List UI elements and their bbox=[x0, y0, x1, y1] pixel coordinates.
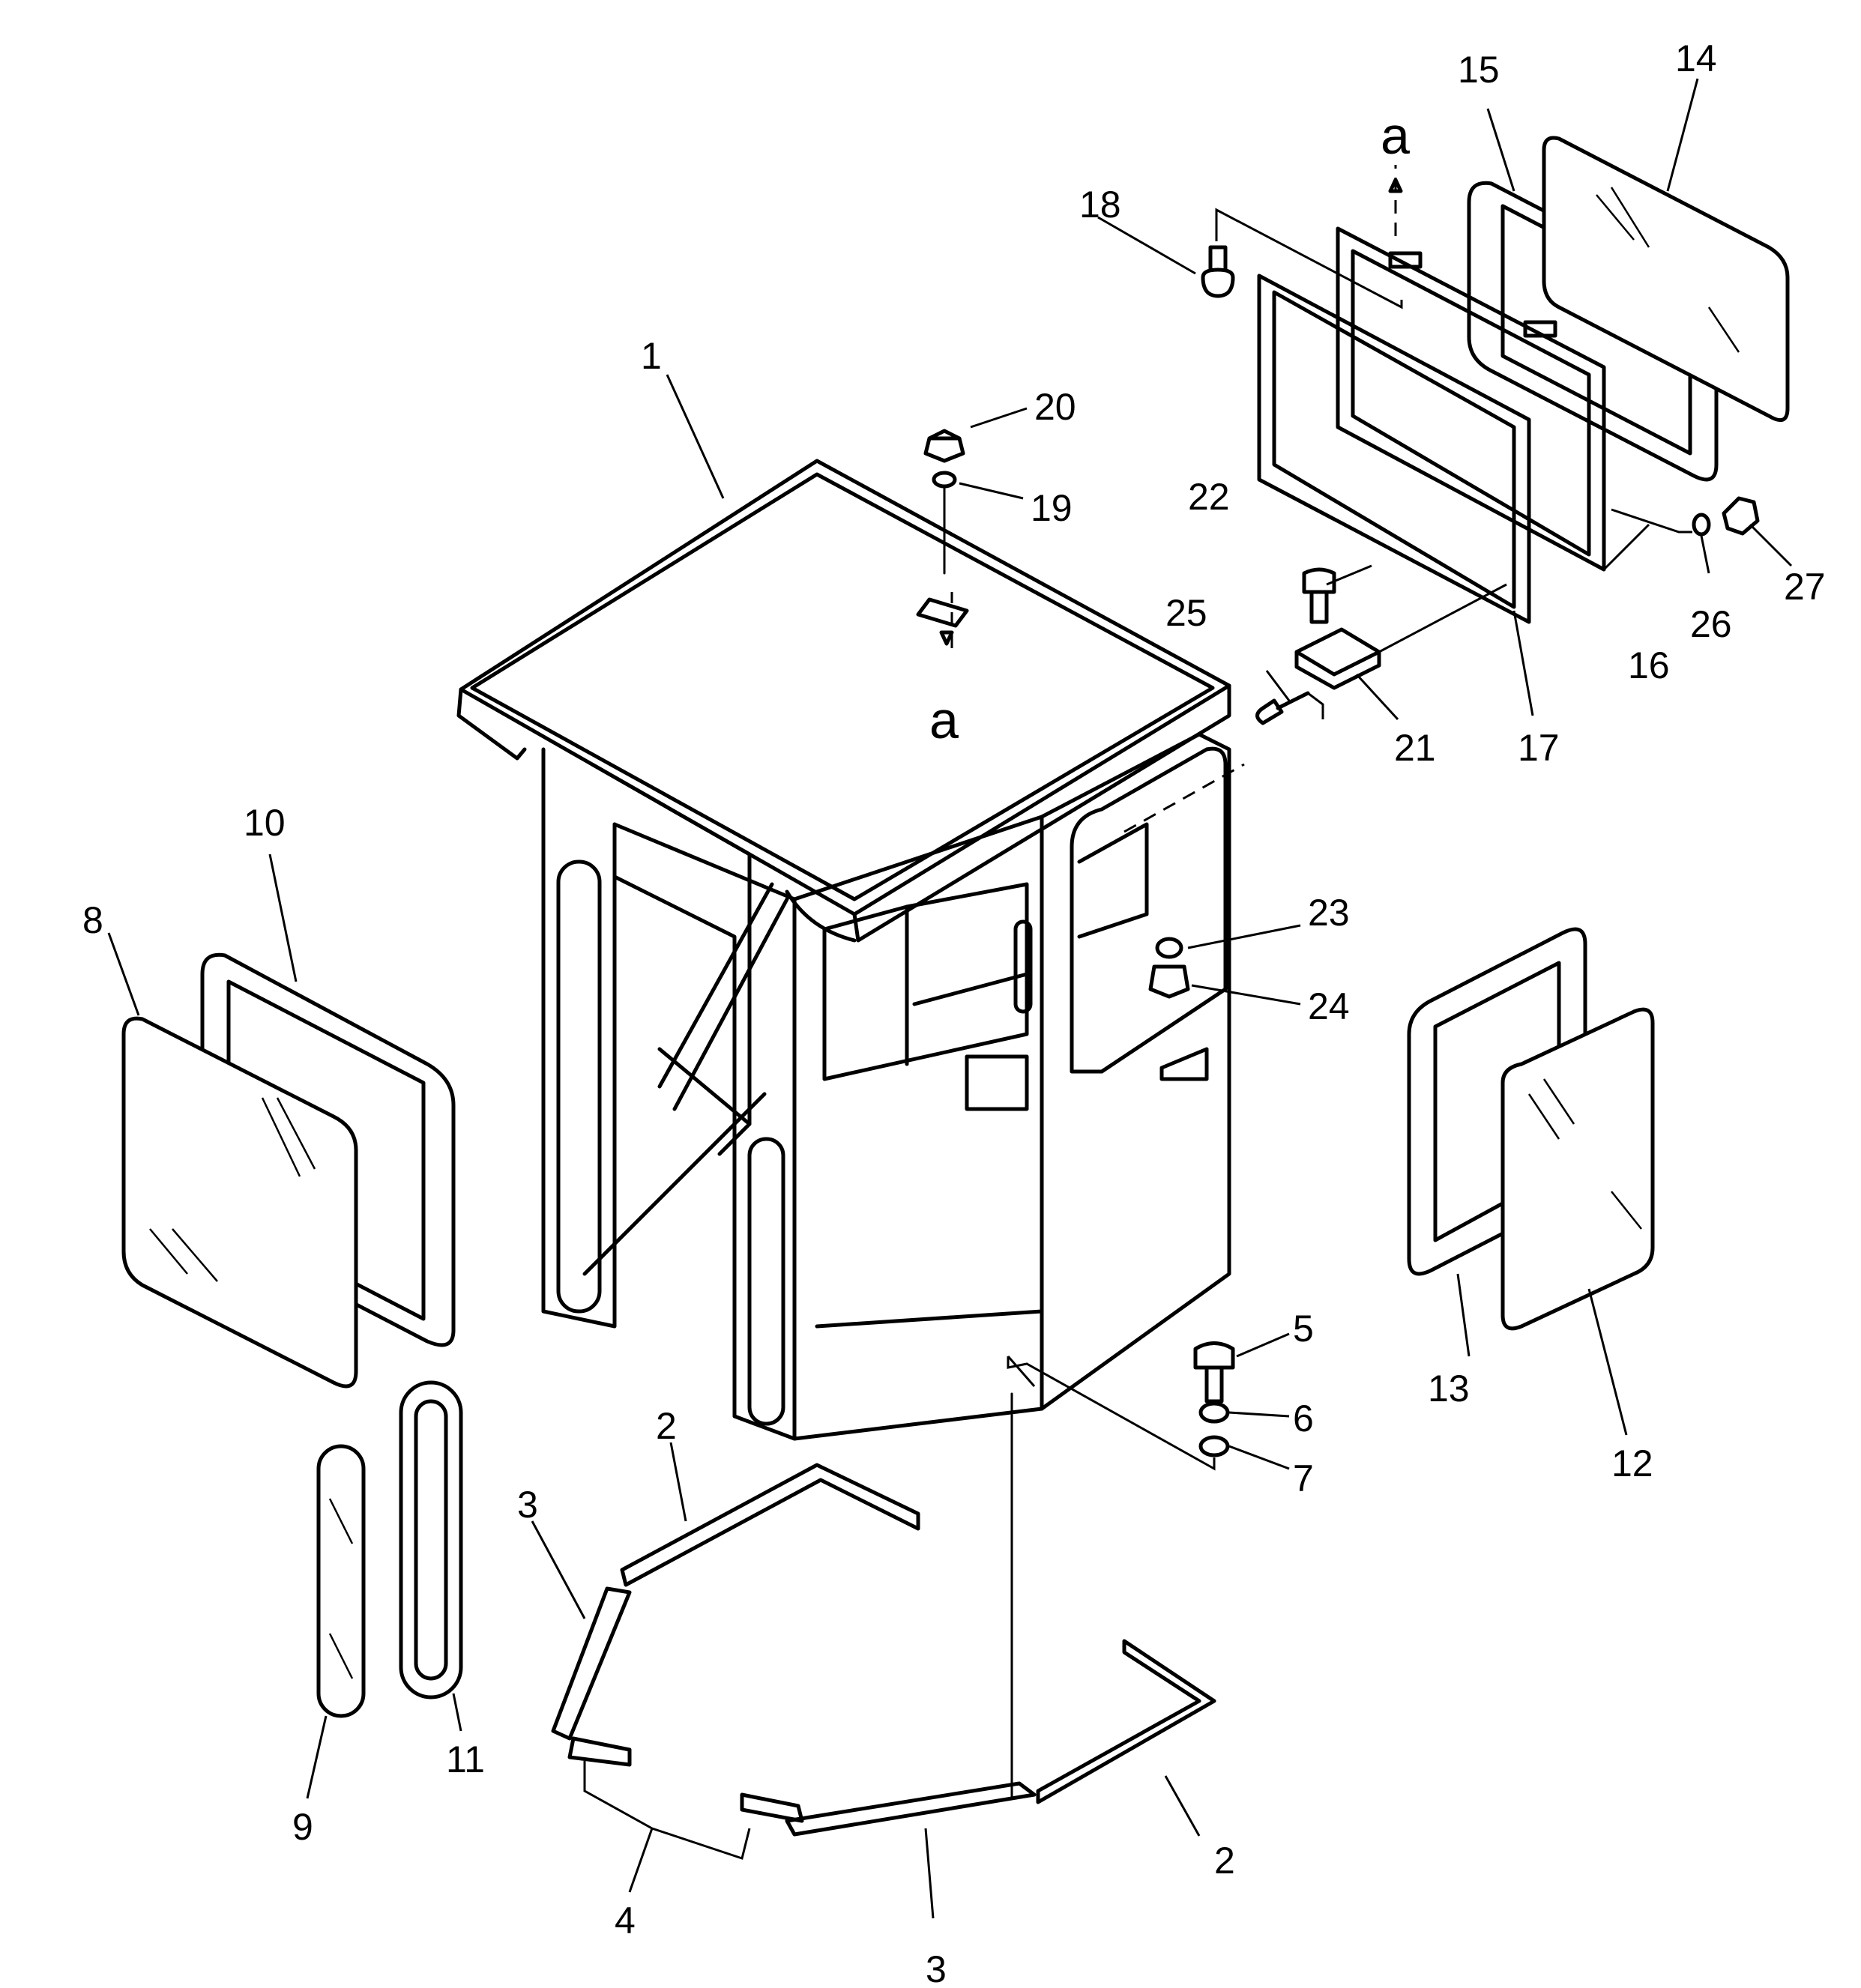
callout-16: 16 bbox=[1628, 644, 1670, 686]
callout-5: 5 bbox=[1293, 1308, 1314, 1350]
callout-25: 25 bbox=[1165, 592, 1207, 634]
callout-10: 10 bbox=[244, 802, 286, 844]
cab-front-frame bbox=[612, 822, 797, 1441]
cab-roof bbox=[459, 459, 1231, 916]
callout-24: 24 bbox=[1308, 985, 1350, 1027]
trim-strip-4-left bbox=[567, 1736, 632, 1767]
window-seal-10 bbox=[200, 952, 456, 1347]
callout-4: 4 bbox=[615, 1900, 636, 1942]
window-glass-14 bbox=[1542, 136, 1790, 423]
window-glass-12 bbox=[1500, 1007, 1655, 1331]
reference-a-top: a bbox=[1381, 106, 1410, 165]
callout-2-upper: 2 bbox=[656, 1405, 677, 1447]
bolt-25 bbox=[1255, 691, 1310, 725]
trim-strip-2-lower bbox=[1036, 1639, 1216, 1804]
trim-strip-3-left bbox=[551, 1586, 632, 1741]
nut-24 bbox=[1148, 964, 1190, 999]
callout-6: 6 bbox=[1293, 1398, 1314, 1439]
trim-strips bbox=[551, 1463, 1216, 1860]
callout-2-lower: 2 bbox=[1214, 1840, 1235, 1882]
cab-body bbox=[456, 459, 1231, 1441]
window-glass-9 bbox=[316, 1444, 366, 1718]
callout-26: 26 bbox=[1690, 603, 1732, 645]
bolt-22 bbox=[1302, 567, 1336, 624]
cab-left-pillar bbox=[541, 747, 617, 1329]
cab-rear-frame bbox=[792, 815, 1044, 1441]
callout-19: 19 bbox=[1031, 487, 1073, 529]
callout-12: 12 bbox=[1611, 1442, 1653, 1484]
bracket-plate bbox=[916, 597, 969, 628]
callout-20: 20 bbox=[1034, 386, 1076, 428]
nut-27 bbox=[1722, 496, 1760, 536]
washer-19 bbox=[932, 471, 957, 489]
washer-6 bbox=[1198, 1401, 1230, 1424]
cab-door-window-opening bbox=[1070, 746, 1228, 1074]
washer-7 bbox=[1198, 1435, 1230, 1457]
leader-lines bbox=[107, 78, 1793, 1919]
trim-strip-2-upper bbox=[620, 1463, 920, 1587]
callout-1: 1 bbox=[641, 335, 662, 377]
right-window-assembly bbox=[1407, 927, 1655, 1331]
callout-15: 15 bbox=[1458, 49, 1500, 91]
left-window-assembly bbox=[121, 952, 456, 1389]
callout-21: 21 bbox=[1394, 727, 1436, 769]
callout-22: 22 bbox=[1188, 476, 1230, 518]
callout-27: 27 bbox=[1784, 566, 1826, 608]
callout-11: 11 bbox=[446, 1738, 485, 1780]
callout-8: 8 bbox=[82, 899, 103, 941]
callout-9: 9 bbox=[292, 1806, 313, 1848]
washer-23 bbox=[1155, 937, 1183, 959]
callout-7: 7 bbox=[1293, 1457, 1314, 1499]
window-seal-11 bbox=[399, 1380, 463, 1700]
reference-a-bottom: a bbox=[929, 691, 959, 749]
callout-3-bottom: 3 bbox=[926, 1948, 947, 1988]
callout-14: 14 bbox=[1675, 37, 1717, 79]
small-window-assembly bbox=[316, 1380, 463, 1718]
trim-strip-4-right bbox=[740, 1792, 804, 1823]
fasteners bbox=[916, 208, 1760, 1800]
nut-20 bbox=[923, 429, 965, 463]
window-glass-8 bbox=[121, 1016, 358, 1389]
callout-23: 23 bbox=[1308, 892, 1350, 934]
window-frame-17 bbox=[1257, 274, 1531, 624]
upper-window-assembly bbox=[1257, 136, 1790, 624]
callout-13: 13 bbox=[1428, 1368, 1470, 1410]
trim-strip-3-bottom bbox=[785, 1781, 1037, 1837]
callout-17: 17 bbox=[1518, 727, 1560, 769]
callout-18: 18 bbox=[1079, 184, 1121, 226]
bolt-18 bbox=[1201, 245, 1235, 298]
callout-3-left: 3 bbox=[517, 1484, 538, 1526]
callouts: 1 20 19 18 15 14 16 17 26 27 22 25 21 23… bbox=[82, 37, 1826, 1988]
bolt-5 bbox=[1193, 1341, 1235, 1404]
bracket-21 bbox=[1294, 627, 1381, 690]
washer-26 bbox=[1692, 513, 1711, 537]
